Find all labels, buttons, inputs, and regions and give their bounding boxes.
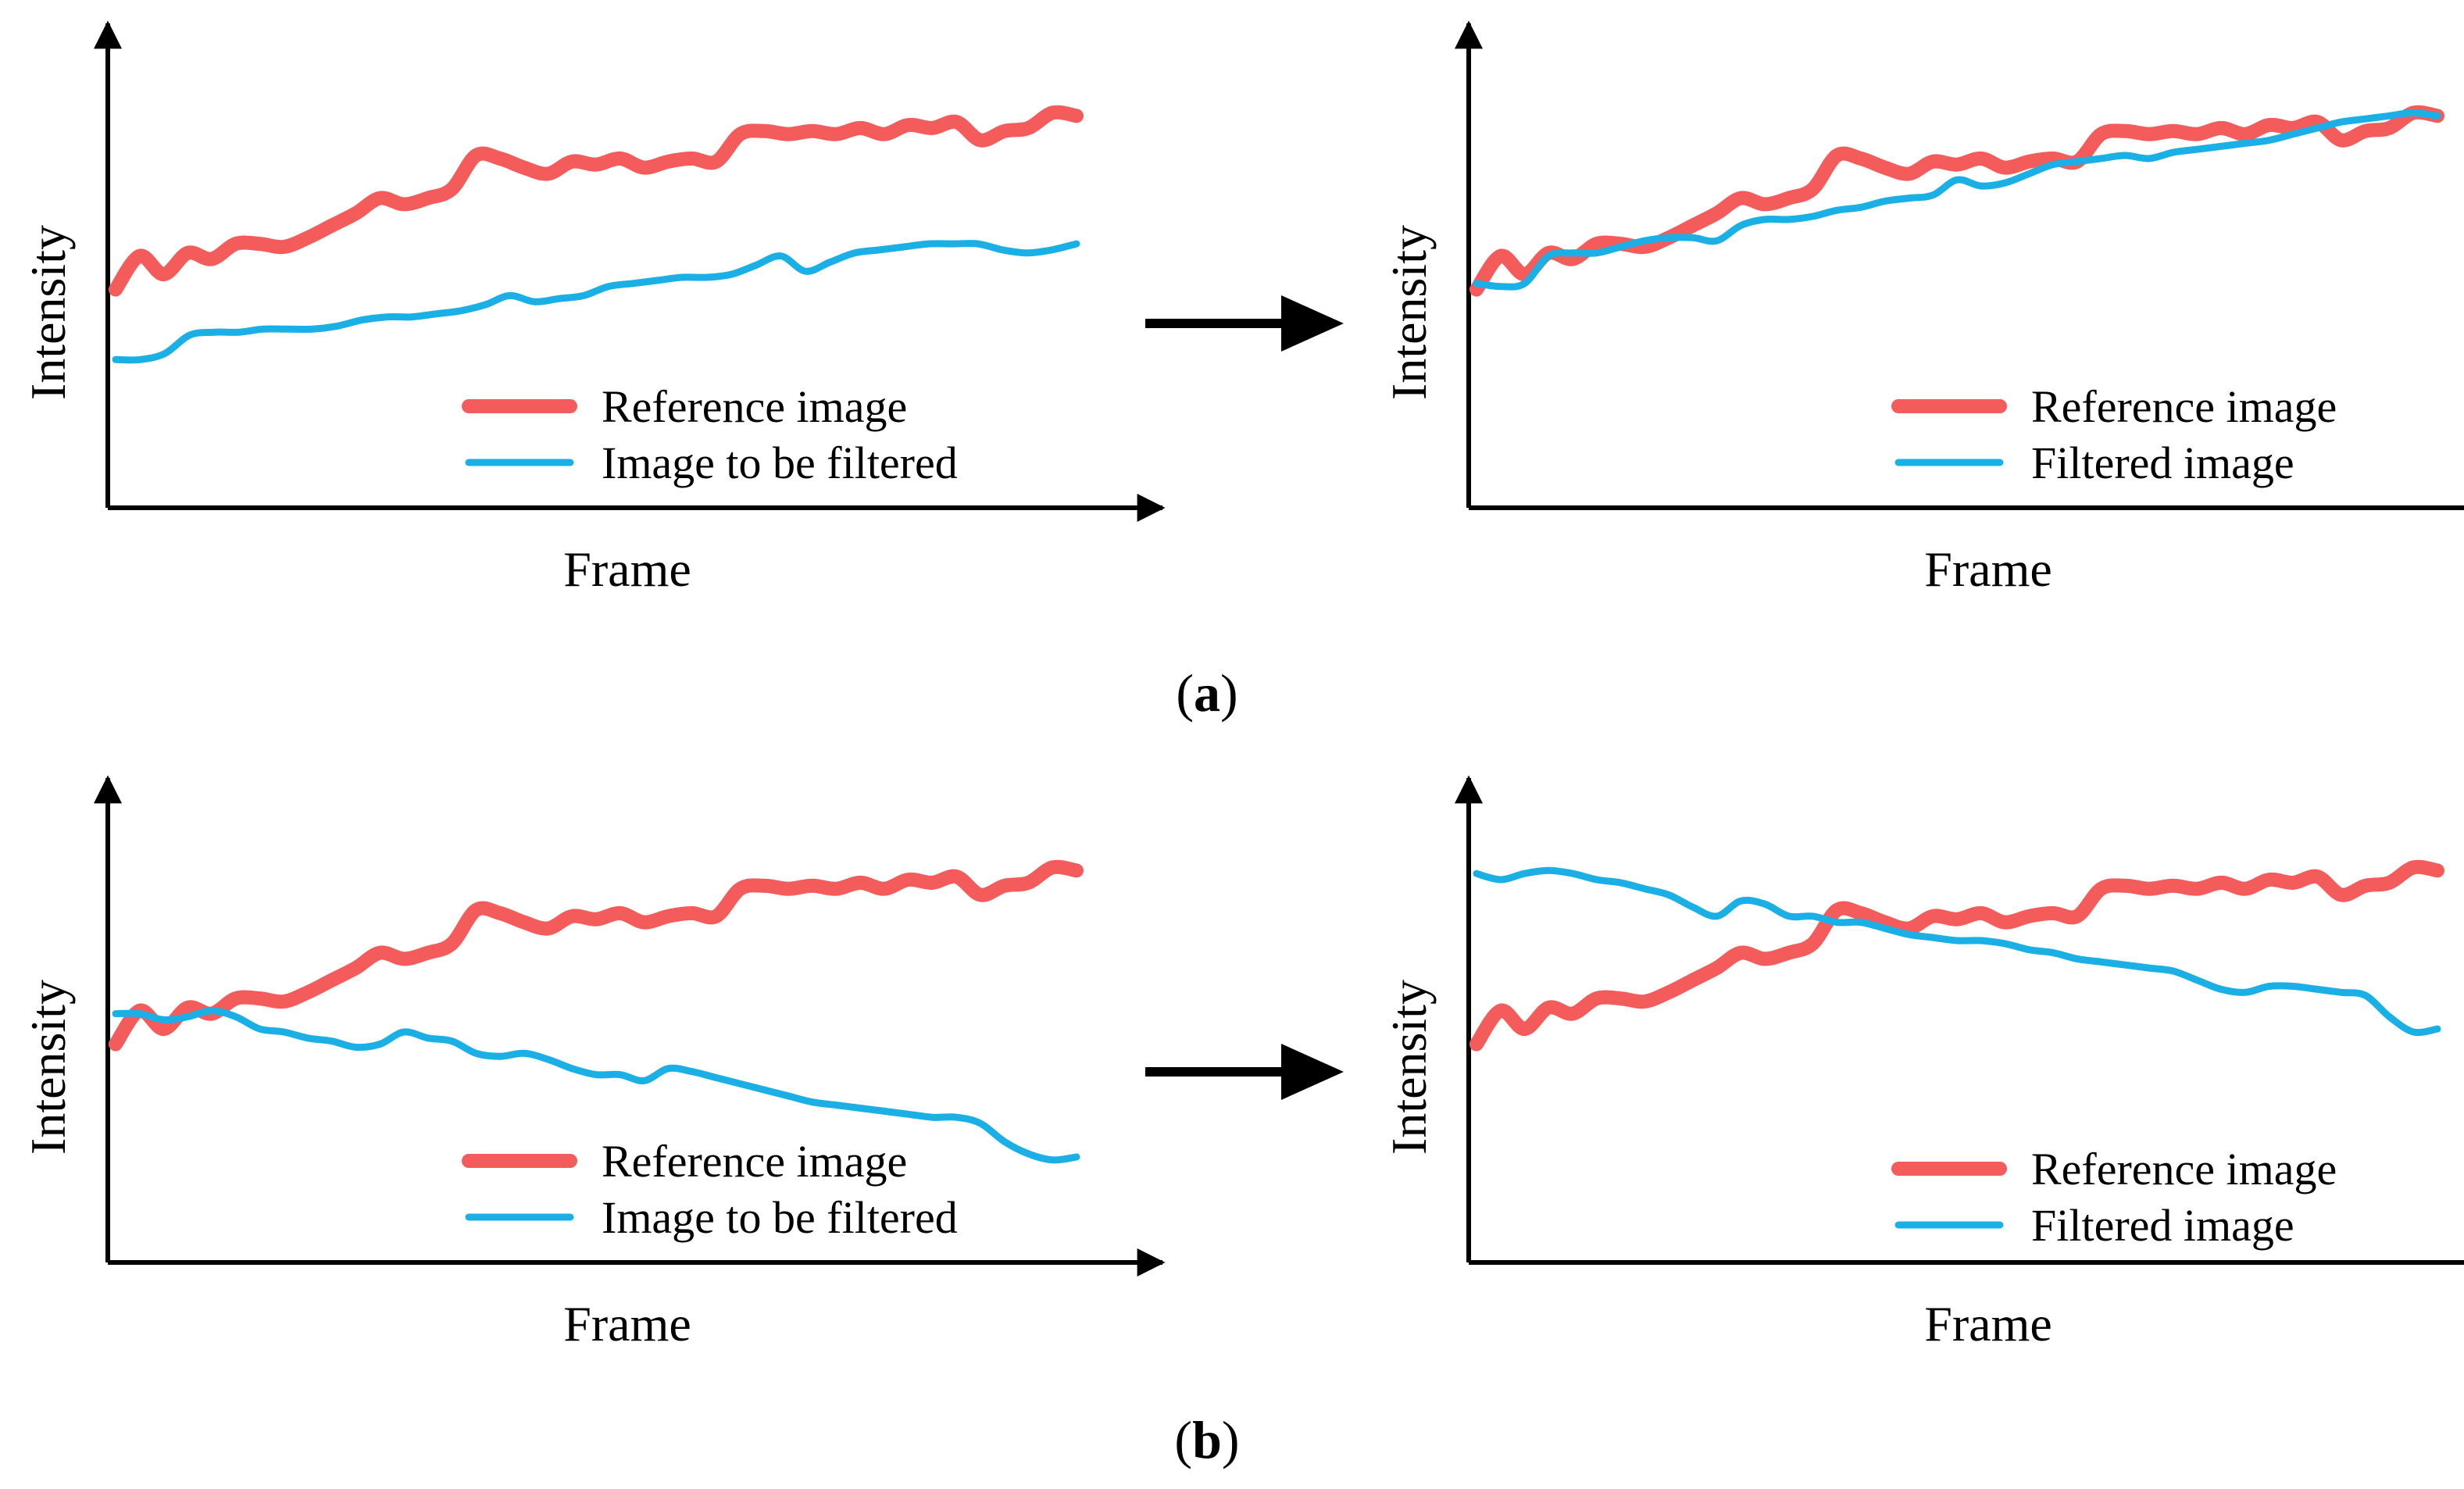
series-line-1 [112, 1007, 1080, 1164]
legend-label-0: Reference image [2031, 381, 2337, 432]
transition-arrow-b [1145, 1044, 1344, 1100]
legend-label-0: Reference image [602, 1136, 907, 1187]
series-line-0 [1469, 859, 2444, 1052]
y-axis-label: Intensity [1381, 225, 1437, 400]
y-axis-label: Intensity [20, 980, 76, 1155]
legend-label-1: Image to be filtered [602, 437, 958, 488]
transition-arrow-a [1145, 295, 1344, 352]
series-line-0 [109, 105, 1084, 297]
legend-label-1: Filtered image [2031, 437, 2294, 488]
x-axis-label: Frame [563, 1296, 691, 1352]
x-axis-label: Frame [1924, 1296, 2052, 1352]
x-axis-label: Frame [1924, 541, 2052, 597]
y-axis-label: Intensity [1381, 980, 1437, 1155]
series-line-0 [109, 859, 1084, 1052]
x-axis-label: Frame [563, 541, 691, 597]
legend-label-1: Image to be filtered [602, 1192, 958, 1243]
series-line-1 [112, 240, 1080, 364]
y-axis-label: Intensity [20, 225, 76, 400]
series-line-1 [1473, 866, 2441, 1037]
caption-a: (a) [1176, 663, 1237, 723]
legend-label-1: Filtered image [2031, 1200, 2294, 1251]
legend-label-0: Reference image [602, 381, 907, 432]
series-line-1 [1473, 109, 2441, 291]
series-line-0 [1469, 105, 2444, 297]
legend-label-0: Reference image [2031, 1144, 2337, 1194]
caption-b: (b) [1174, 1410, 1239, 1469]
